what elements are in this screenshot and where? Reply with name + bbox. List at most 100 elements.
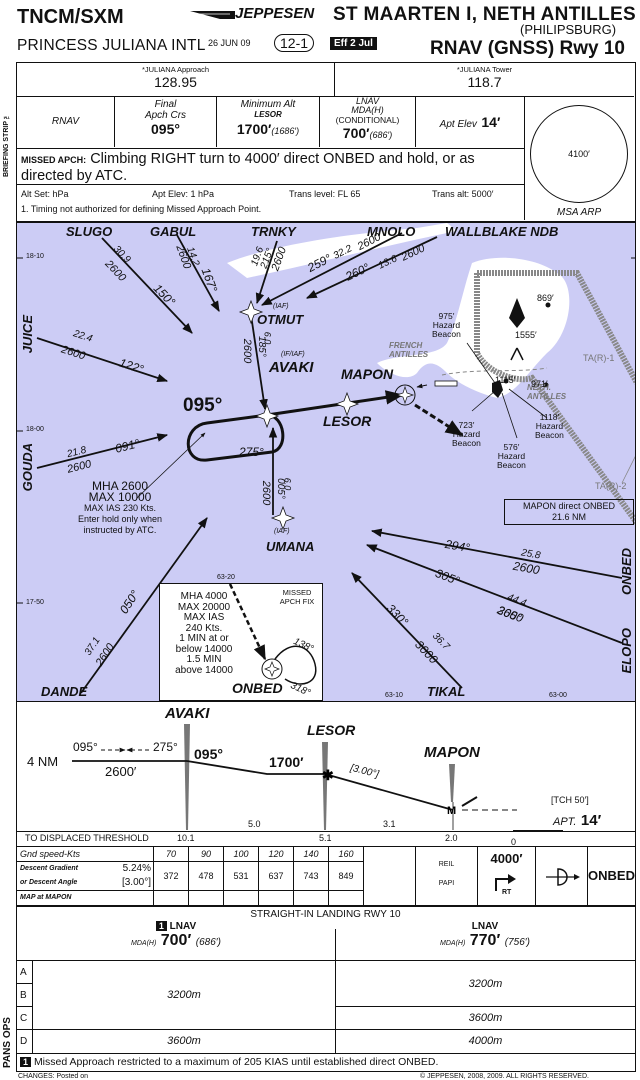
min-alt-value: 1700′ xyxy=(236,121,272,137)
lat-label: 17-50 xyxy=(26,599,44,606)
beacon-hazard: Hazard xyxy=(535,421,564,431)
obstacle-1115 xyxy=(503,378,509,384)
descent-gradient: 5.24% xyxy=(122,863,151,874)
min-alt-height: (1686′) xyxy=(271,126,300,136)
route-label: 005° xyxy=(274,478,286,499)
plan-view: 18-10 18-00 17-50 63-20 63-10 63-00 SLUG… xyxy=(16,222,636,702)
obstacle-971 xyxy=(543,382,549,388)
route-label: 185° xyxy=(255,336,267,357)
col1-title: LNAV xyxy=(169,921,197,932)
inset-title-line: MISSED xyxy=(282,588,312,597)
missed-approach-instructions: Climbing RIGHT turn to 4000′ direct ONBE… xyxy=(21,151,475,184)
gs-rate: 478 xyxy=(189,862,223,891)
lat-label: 18-00 xyxy=(26,426,44,433)
beacon-label: Beacon xyxy=(535,430,564,440)
papi-label: PAPI xyxy=(438,880,455,887)
beacon-label: Beacon xyxy=(497,460,526,470)
fix-dande: DANDE xyxy=(41,684,88,699)
route-mnolo xyxy=(261,232,403,306)
altimeter-info: Alt Set: hPa Apt Elev: 1 hPa Trans level… xyxy=(17,185,525,220)
trans-level: Trans level: FL 65 xyxy=(289,189,361,199)
lon-label: 63-10 xyxy=(385,692,403,699)
gs-speed: 90 xyxy=(189,847,223,862)
min-alt-label: Minimum Alt xyxy=(240,99,296,110)
inset-line: MAX 20000 xyxy=(177,601,231,613)
lon-label: 63-20 xyxy=(217,574,235,581)
timing-note: 1. Timing not authorized for defining Mi… xyxy=(21,204,262,214)
mda-label: MDA(H) xyxy=(351,105,384,115)
route-label: 2600 xyxy=(260,480,273,506)
apt-elev-value: 14′ xyxy=(481,114,501,130)
col1-visibility-d: 3600m xyxy=(167,1035,201,1047)
profile-segment-distance: 3.1 xyxy=(383,819,396,829)
profile-hold-in-course: 275° xyxy=(153,740,178,754)
category-column: A B C D xyxy=(17,961,33,1053)
gs-rate: 531 xyxy=(224,862,258,891)
ta2-leader xyxy=(621,456,635,484)
fix-elopo: ELOPO xyxy=(619,628,634,674)
otmut-fix-icon xyxy=(238,299,264,325)
gs-rate: 743 xyxy=(294,862,328,891)
apt-label: APT. xyxy=(553,816,577,828)
missed-approach-label: MISSED APCH: xyxy=(21,155,87,165)
descent-gradient-label: Descent Gradient xyxy=(20,865,78,872)
hold-note-line: MHA 2600 xyxy=(91,479,149,493)
beacon-576-leader xyxy=(501,392,518,439)
gs-speed: 140 xyxy=(294,847,328,862)
hold-note-line: MAX IAS 230 Kts. xyxy=(83,503,157,513)
minimums-title: STRAIGHT-IN LANDING RWY 10 xyxy=(250,909,401,920)
avaki-marker xyxy=(184,724,190,830)
right-turn-icon xyxy=(495,874,516,891)
threshold-distance: 10.1 xyxy=(177,833,195,843)
profile-apt-elev: APT. 14′ xyxy=(553,812,601,830)
gs-speed: 120 xyxy=(259,847,293,862)
missed-approach-altitude: 4000′ xyxy=(490,851,523,866)
ground-speed-table: Gnd speed-Kts Descent Gradient 5.24% or … xyxy=(16,846,636,906)
elevation-1555: 1555′ xyxy=(515,330,537,340)
fix-tikal: TIKAL xyxy=(427,684,466,699)
minimum-altitude: Minimum Alt LESOR 1700′(1686′) xyxy=(217,97,320,147)
copyright: © JEPPESEN, 2008, 2009. ALL RIGHTS RESER… xyxy=(420,1073,589,1080)
airport-code: TNCM/SXM xyxy=(17,6,124,28)
tower-frequency-value: 118.7 xyxy=(467,74,502,90)
profile-segment-distance: 5.0 xyxy=(248,819,261,829)
col1-mda-label: MDA(H) xyxy=(131,940,157,947)
pans-ops-label: PANS OPS xyxy=(2,1017,13,1068)
restricted-area-1 xyxy=(474,270,635,525)
threshold-distance: 2.0 xyxy=(445,833,458,843)
fix-gouda: GOUDA xyxy=(20,443,35,492)
route-trnky xyxy=(255,240,278,305)
profile-hold-distance: 4 NM xyxy=(27,754,59,769)
neth-antilles-label: NETH. ANTILLES xyxy=(527,383,567,401)
lat-label: 18-10 xyxy=(26,253,44,260)
mapon-onbed-distance: 21.6 NM xyxy=(551,512,586,522)
inset-line: MAX IAS xyxy=(183,612,225,623)
minimums-table: STRAIGHT-IN LANDING RWY 10 1 LNAV MDA(H)… xyxy=(16,906,636,1072)
apt-elev: 14′ xyxy=(580,812,602,829)
final-approach-course: Final Apch Crs 095° xyxy=(115,97,217,147)
approach-frequency: *JULIANA Approach 128.95 xyxy=(17,63,335,97)
mountain-icon xyxy=(510,347,524,361)
turn-direction: RT xyxy=(502,889,512,896)
note-badge: 1 xyxy=(155,921,167,931)
mapon-onbed-text: MAPON direct ONBED xyxy=(522,501,616,511)
missed-approach-text: MISSED APCH: Climbing RIGHT turn to 4000… xyxy=(17,149,525,185)
gs-speed: 160 xyxy=(329,847,363,862)
column-divider xyxy=(335,929,336,1053)
apt-elevation: Apt Elev 14′ xyxy=(416,97,524,147)
col1-hat: (686′) xyxy=(195,937,221,948)
fix-gabul: GABUL xyxy=(150,224,197,239)
hold-inbound-course: 095° xyxy=(183,395,223,416)
descent-angle-label: or Descent Angle xyxy=(20,879,78,886)
lnav-label: LNAV xyxy=(355,96,379,106)
final-crs-label: Final xyxy=(154,99,177,110)
lnav-mda: LNAV MDA(H) (CONDITIONAL) 700′(686′) xyxy=(320,97,416,147)
profile-final-course: 095° xyxy=(194,746,223,762)
changes-note: CHANGES: Posted on xyxy=(18,1073,89,1080)
fix-trnky: TRNKY xyxy=(251,224,296,239)
